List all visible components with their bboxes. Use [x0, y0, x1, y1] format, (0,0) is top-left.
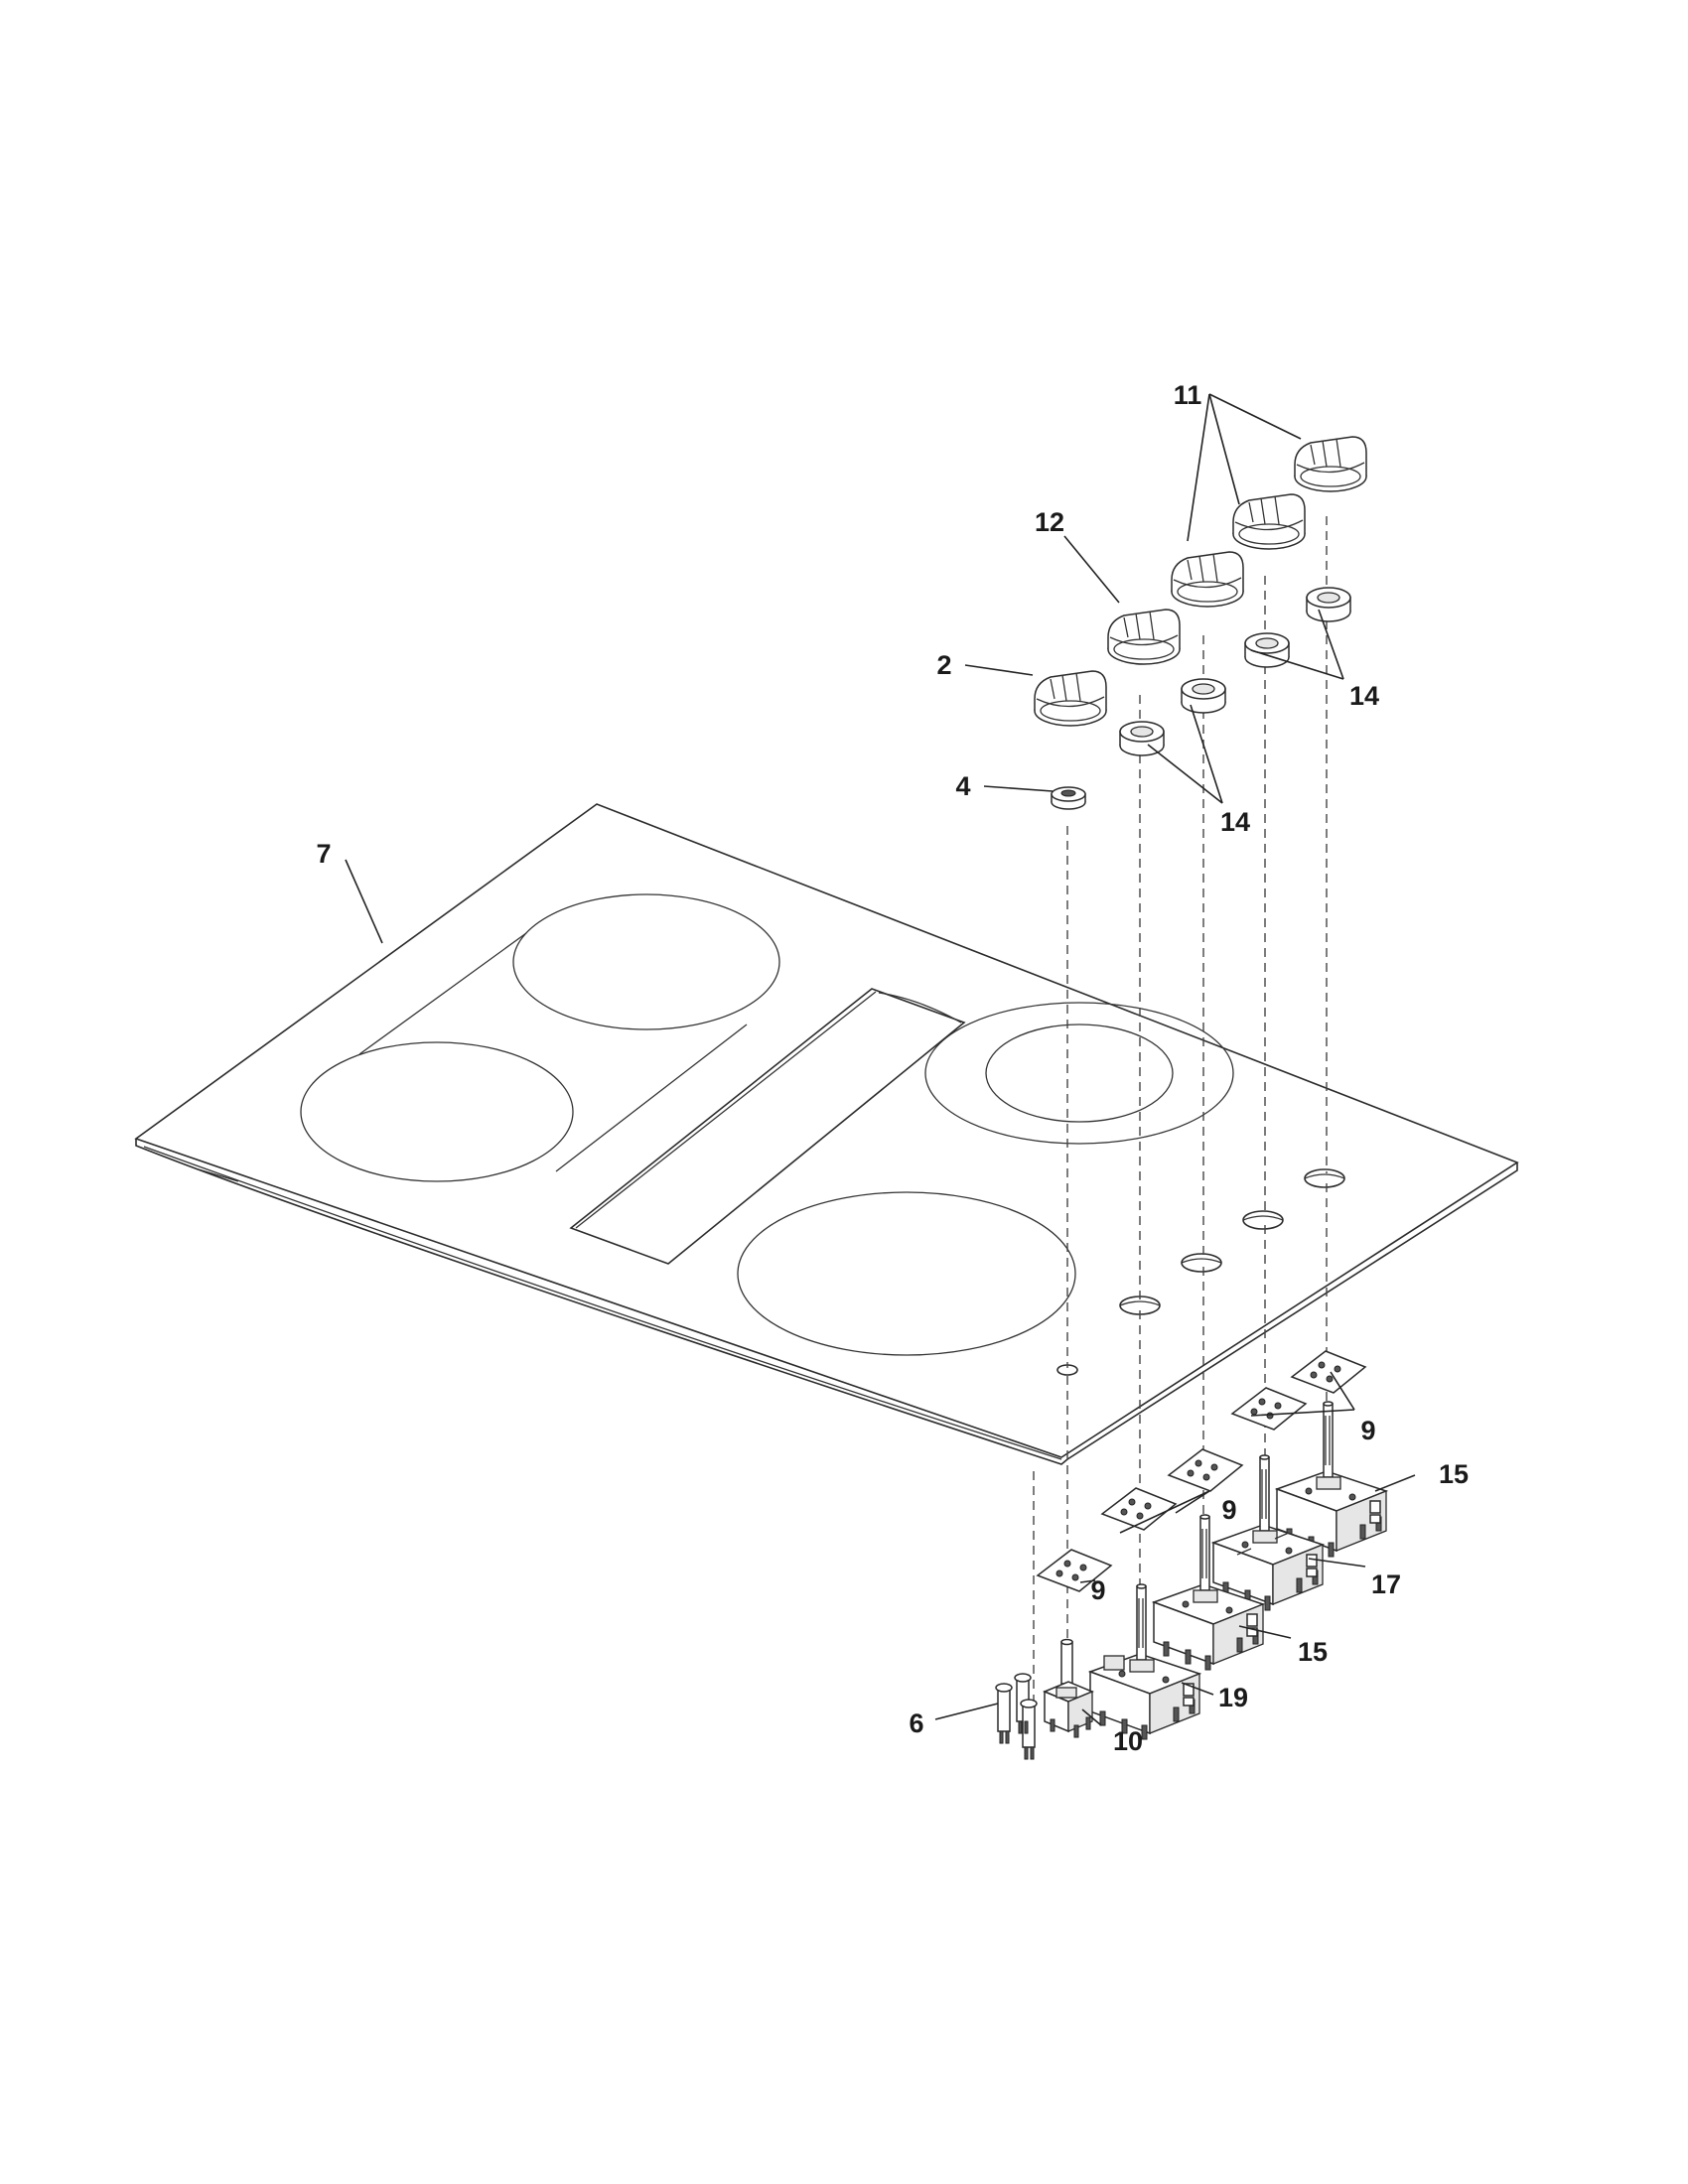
front-left-burner-zone — [300, 1041, 574, 1182]
control-knob-holes — [1056, 1168, 1345, 1376]
callout-12: 12 — [1035, 507, 1064, 537]
callout-17: 17 — [1371, 1570, 1401, 1599]
front-right-burner-zone — [737, 1191, 1076, 1356]
callout-11: 11 — [1174, 380, 1202, 410]
assembly-lines — [1033, 516, 1328, 1747]
knob-11-b — [1232, 493, 1306, 550]
indicator-lights-6 — [995, 1673, 1038, 1760]
switch-10 — [1043, 1638, 1094, 1738]
callout-9-right: 9 — [1360, 1416, 1375, 1445]
callout-15-rear: 15 — [1439, 1459, 1469, 1489]
rear-right-burner-zone-outer — [924, 1002, 1234, 1145]
dual-switch-17 — [1212, 1454, 1324, 1611]
glass-cooktop — [134, 803, 1519, 1465]
callout-6: 6 — [909, 1708, 923, 1738]
bezel-14-d — [1306, 587, 1351, 622]
callout-19: 19 — [1218, 1683, 1248, 1712]
leader-lines — [345, 393, 1416, 1726]
knob-12 — [1107, 609, 1181, 665]
rear-left-burner-zone — [512, 893, 780, 1030]
center-vent-slot — [569, 988, 966, 1265]
callout-15-front: 15 — [1298, 1637, 1328, 1667]
gasket-9-e — [1291, 1350, 1366, 1394]
infinite-switch-19 — [1089, 1583, 1200, 1740]
bezel-14-b — [1181, 678, 1226, 714]
callout-9-middle: 9 — [1221, 1495, 1236, 1525]
callout-14-lower: 14 — [1220, 807, 1250, 837]
callout-14-upper: 14 — [1349, 681, 1379, 711]
knob-11-a — [1171, 551, 1244, 608]
callout-7: 7 — [316, 839, 331, 869]
knob-2 — [1034, 670, 1107, 727]
rear-right-burner-zone-inner — [985, 1024, 1174, 1123]
callout-4: 4 — [955, 771, 970, 801]
gasket-9-c — [1168, 1448, 1243, 1492]
callout-2: 2 — [936, 650, 951, 680]
gasket-9-d — [1231, 1387, 1307, 1431]
indicator-bezel-4 — [1051, 786, 1086, 810]
bezel-14-a — [1119, 721, 1165, 756]
callout-9-left: 9 — [1090, 1575, 1105, 1605]
callout-labels: 11 12 2 14 4 14 7 9 15 9 9 17 15 19 10 6 — [316, 380, 1469, 1756]
callout-10: 10 — [1113, 1726, 1143, 1756]
knob-11-c — [1294, 436, 1367, 492]
